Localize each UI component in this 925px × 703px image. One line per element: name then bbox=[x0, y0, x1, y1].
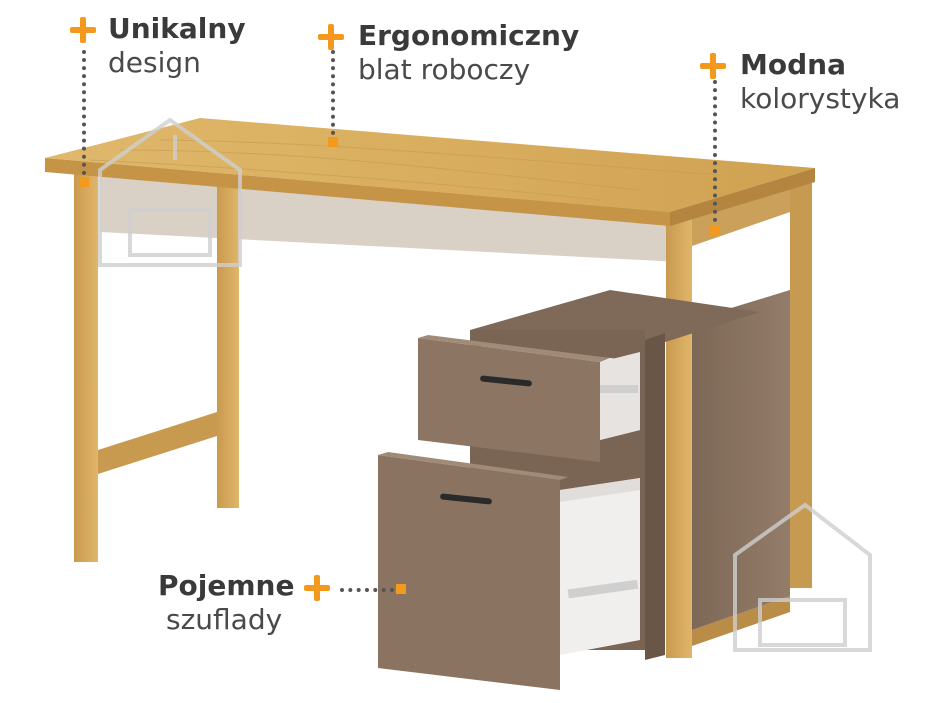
callout-color: Modna kolorystyka bbox=[740, 48, 900, 116]
left-stretcher bbox=[98, 412, 217, 474]
plus-icon bbox=[70, 17, 96, 43]
callout-drawers: Pojemne szuflady bbox=[158, 569, 294, 637]
right-back-leg bbox=[790, 180, 812, 588]
top-drawer-front-edge bbox=[418, 335, 610, 362]
bottom-drawer-handle bbox=[440, 493, 492, 505]
callout-unique-subtitle: design bbox=[108, 46, 201, 79]
top-drawer-rail bbox=[600, 385, 638, 393]
top-drawer-front bbox=[418, 338, 600, 462]
desktop-front-edge bbox=[45, 158, 670, 226]
house-sofa-watermark-icon bbox=[733, 502, 872, 652]
callout-ergonomic-subtitle: blat roboczy bbox=[358, 53, 531, 86]
callout-color-subtitle: kolorystyka bbox=[740, 82, 901, 115]
callout-color-title: Modna bbox=[740, 48, 846, 81]
right-bottom-rail bbox=[692, 596, 790, 646]
bottom-drawer-inside bbox=[560, 478, 640, 655]
leader-unique bbox=[82, 50, 86, 175]
callout-drawers-title: Pojemne bbox=[158, 569, 295, 602]
modesty-panel bbox=[100, 175, 680, 262]
top-drawer-side bbox=[600, 352, 640, 440]
bottom-drawer-front-edge bbox=[378, 452, 568, 480]
right-front-leg bbox=[666, 218, 692, 658]
top-drawer-handle bbox=[480, 375, 532, 387]
callout-ergonomic-title: Ergonomiczny bbox=[358, 19, 580, 52]
marker-ergonomic bbox=[328, 137, 338, 147]
wood-grain bbox=[89, 139, 721, 201]
bottom-drawer-front bbox=[378, 455, 560, 690]
plus-icon bbox=[304, 575, 330, 601]
leader-drawers bbox=[340, 588, 394, 592]
plus-icon bbox=[700, 53, 726, 79]
callout-unique: Unikalny design bbox=[108, 12, 246, 80]
bottom-drawer-side bbox=[560, 478, 640, 502]
left-back-leg bbox=[217, 178, 239, 508]
desktop-side-edge bbox=[670, 168, 815, 226]
house-sofa-watermark-icon bbox=[98, 117, 242, 267]
marker-drawers bbox=[396, 584, 406, 594]
callout-drawers-subtitle: szuflady bbox=[166, 603, 283, 636]
callout-unique-title: Unikalny bbox=[108, 12, 246, 45]
bottom-drawer-rail bbox=[567, 579, 639, 599]
plus-icon bbox=[318, 24, 344, 50]
marker-color bbox=[710, 226, 720, 236]
left-front-leg bbox=[74, 170, 98, 562]
pedestal-side bbox=[645, 333, 665, 660]
cabinet-side-panel bbox=[692, 290, 790, 630]
callout-ergonomic: Ergonomiczny blat roboczy bbox=[358, 19, 579, 87]
leader-ergonomic bbox=[331, 50, 335, 135]
marker-unique bbox=[79, 177, 89, 187]
leader-color bbox=[713, 80, 717, 222]
